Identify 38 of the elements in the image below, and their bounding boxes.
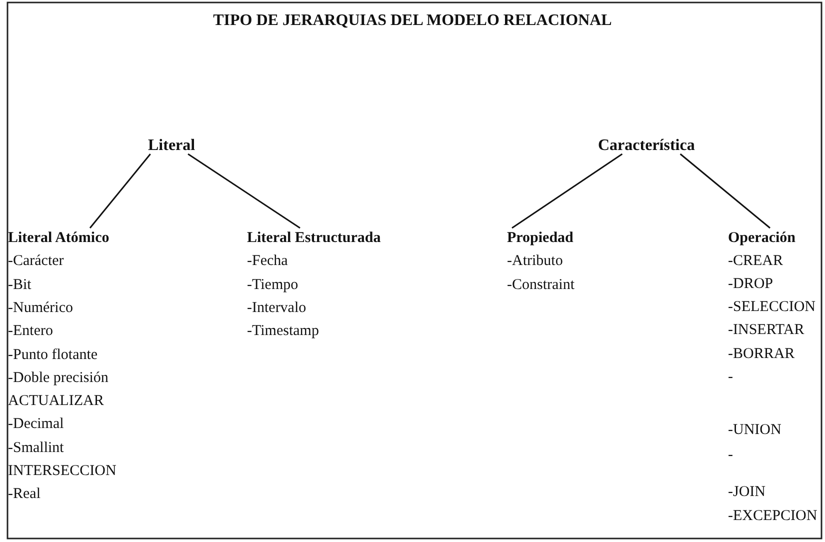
list-item: -Entero	[8, 322, 53, 342]
connector-line	[680, 153, 770, 229]
list-item: -Numérico	[8, 298, 73, 318]
connector-line	[512, 153, 623, 229]
list-item: -EXCEPCION	[728, 507, 818, 526]
list-item: -Constraint	[507, 276, 574, 295]
list-item: -Doble precisión	[8, 368, 108, 388]
connector-line	[188, 153, 300, 229]
category-label: Literal	[148, 136, 196, 156]
list-item: -UNION	[728, 421, 782, 440]
connector-line	[89, 154, 151, 228]
list-item: -Bit	[8, 276, 32, 295]
list-item: -BORRAR	[728, 345, 795, 364]
list-item: INTERSECCION	[8, 462, 116, 481]
list-item: -CREAR	[728, 252, 784, 271]
list-item: -Intervalo	[247, 298, 306, 318]
list-item: -Tiempo	[247, 276, 298, 295]
list-item: -Timestamp	[247, 322, 319, 342]
column-heading: Operación	[728, 229, 796, 248]
category-label: Característica	[598, 136, 695, 156]
column-heading: Propiedad	[507, 229, 574, 248]
list-item: -	[728, 446, 733, 465]
list-item: -DROP	[728, 275, 774, 294]
diagram-title: TIPO DE JERARQUIAS DEL MODELO RELACIONAL	[213, 12, 612, 29]
list-item: ACTUALIZAR	[8, 392, 104, 412]
list-item: -Fecha	[247, 252, 288, 272]
list-item: -	[728, 368, 733, 387]
list-item: -Smallint	[8, 438, 64, 458]
list-item: -SELECCION	[728, 298, 816, 317]
list-item: -INSERTAR	[728, 321, 804, 340]
list-item: -JOIN	[728, 483, 766, 502]
list-item: -Atributo	[507, 252, 563, 272]
column-heading: Literal Estructurada	[247, 229, 381, 248]
list-item: -Punto flotante	[8, 346, 98, 364]
list-item: -Decimal	[8, 415, 64, 434]
column-heading: Literal Atómico	[8, 229, 110, 248]
list-item: -Carácter	[8, 252, 64, 272]
list-item: -Real	[8, 485, 40, 504]
